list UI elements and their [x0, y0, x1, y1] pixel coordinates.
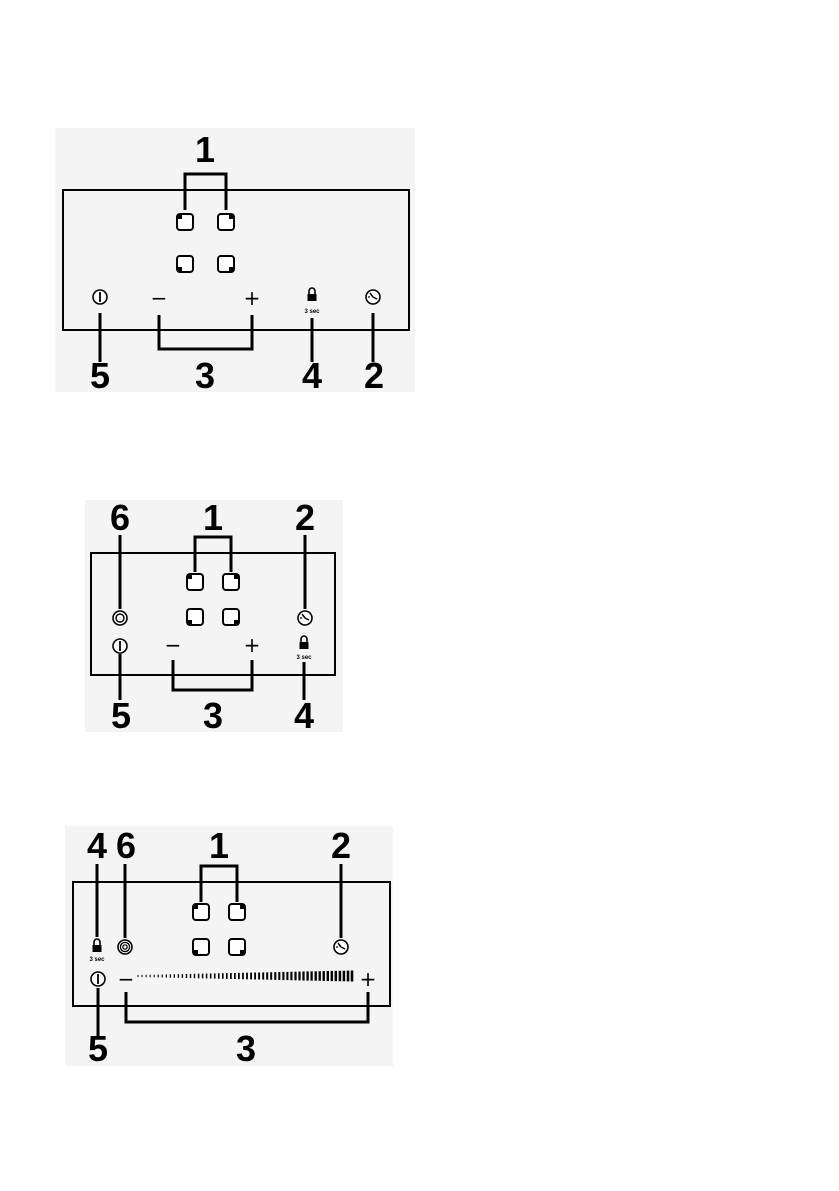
lock-caption: 3 sec: [89, 957, 105, 963]
minus-button[interactable]: −: [165, 633, 182, 657]
callout-zones: 1: [209, 825, 229, 866]
callout-timer: 2: [331, 825, 351, 866]
callout-lock: 4: [294, 695, 314, 736]
callout-line: [193, 535, 233, 572]
minus-button[interactable]: −: [118, 967, 135, 991]
callout-power: 5: [111, 695, 131, 736]
zone-selector-icon[interactable]: [186, 608, 204, 626]
power-icon[interactable]: [92, 289, 108, 305]
callout-boost: 6: [110, 497, 130, 538]
callout-boost: 6: [116, 825, 136, 866]
timer-icon[interactable]: [365, 289, 381, 305]
callout-timer: 2: [295, 497, 315, 538]
callout-line: [124, 992, 370, 1024]
minus-button[interactable]: −: [151, 286, 168, 310]
zone-selector-icon[interactable]: [192, 903, 210, 921]
lock-caption: 3 sec: [304, 309, 320, 315]
zone-selector-icon[interactable]: [222, 573, 240, 591]
callout-line: [157, 315, 254, 351]
callout-zones: 1: [203, 497, 223, 538]
callout-zones: 1: [195, 129, 215, 170]
zone-selector-icon[interactable]: [228, 903, 246, 921]
slider-scale-icon[interactable]: [137, 970, 354, 982]
lock-icon[interactable]: [298, 635, 310, 650]
power-icon[interactable]: [90, 971, 106, 987]
callout-line: [183, 172, 228, 210]
power-icon[interactable]: [112, 638, 128, 654]
callout-slider: 3: [195, 355, 215, 396]
control-panel-outline: [62, 189, 410, 331]
zone-selector-icon[interactable]: [217, 255, 235, 273]
boost-icon[interactable]: [112, 610, 128, 626]
callout-timer: 2: [364, 355, 384, 396]
timer-icon[interactable]: [297, 610, 313, 626]
plus-button[interactable]: +: [360, 967, 377, 991]
lock-caption: 3 sec: [296, 655, 312, 661]
control-panel-outline: [72, 881, 391, 1007]
callout-slider: 3: [203, 695, 223, 736]
zone-selector-icon[interactable]: [217, 213, 235, 231]
callout-line: [199, 864, 239, 902]
zone-selector-icon[interactable]: [186, 573, 204, 591]
diagram-3: 1 3 sec − + 4 6 2 5 3: [72, 825, 391, 1069]
zone-selector-icon[interactable]: [222, 608, 240, 626]
callout-lock: 4: [87, 825, 107, 866]
callout-slider: 3: [236, 1028, 256, 1069]
lock-icon[interactable]: [306, 287, 318, 302]
plus-button[interactable]: +: [244, 633, 261, 657]
lock-icon[interactable]: [91, 938, 103, 953]
zone-selector-icon[interactable]: [192, 938, 210, 956]
zone-selector-icon[interactable]: [228, 938, 246, 956]
callout-lock: 4: [302, 355, 322, 396]
zone-selector-icon[interactable]: [176, 213, 194, 231]
callout-power: 5: [88, 1028, 108, 1069]
boost-icon[interactable]: [117, 939, 133, 955]
callout-power: 5: [90, 355, 110, 396]
timer-icon[interactable]: [333, 939, 349, 955]
plus-button[interactable]: +: [244, 286, 261, 310]
zone-selector-icon[interactable]: [176, 255, 194, 273]
control-panel-outline: [90, 552, 336, 676]
diagram-1: 1 − + 3 sec 5 3 4 2: [62, 129, 410, 396]
diagram-2: 1 − + 3 sec 6 2 5 3 4: [90, 497, 336, 736]
callout-line: [171, 660, 254, 692]
